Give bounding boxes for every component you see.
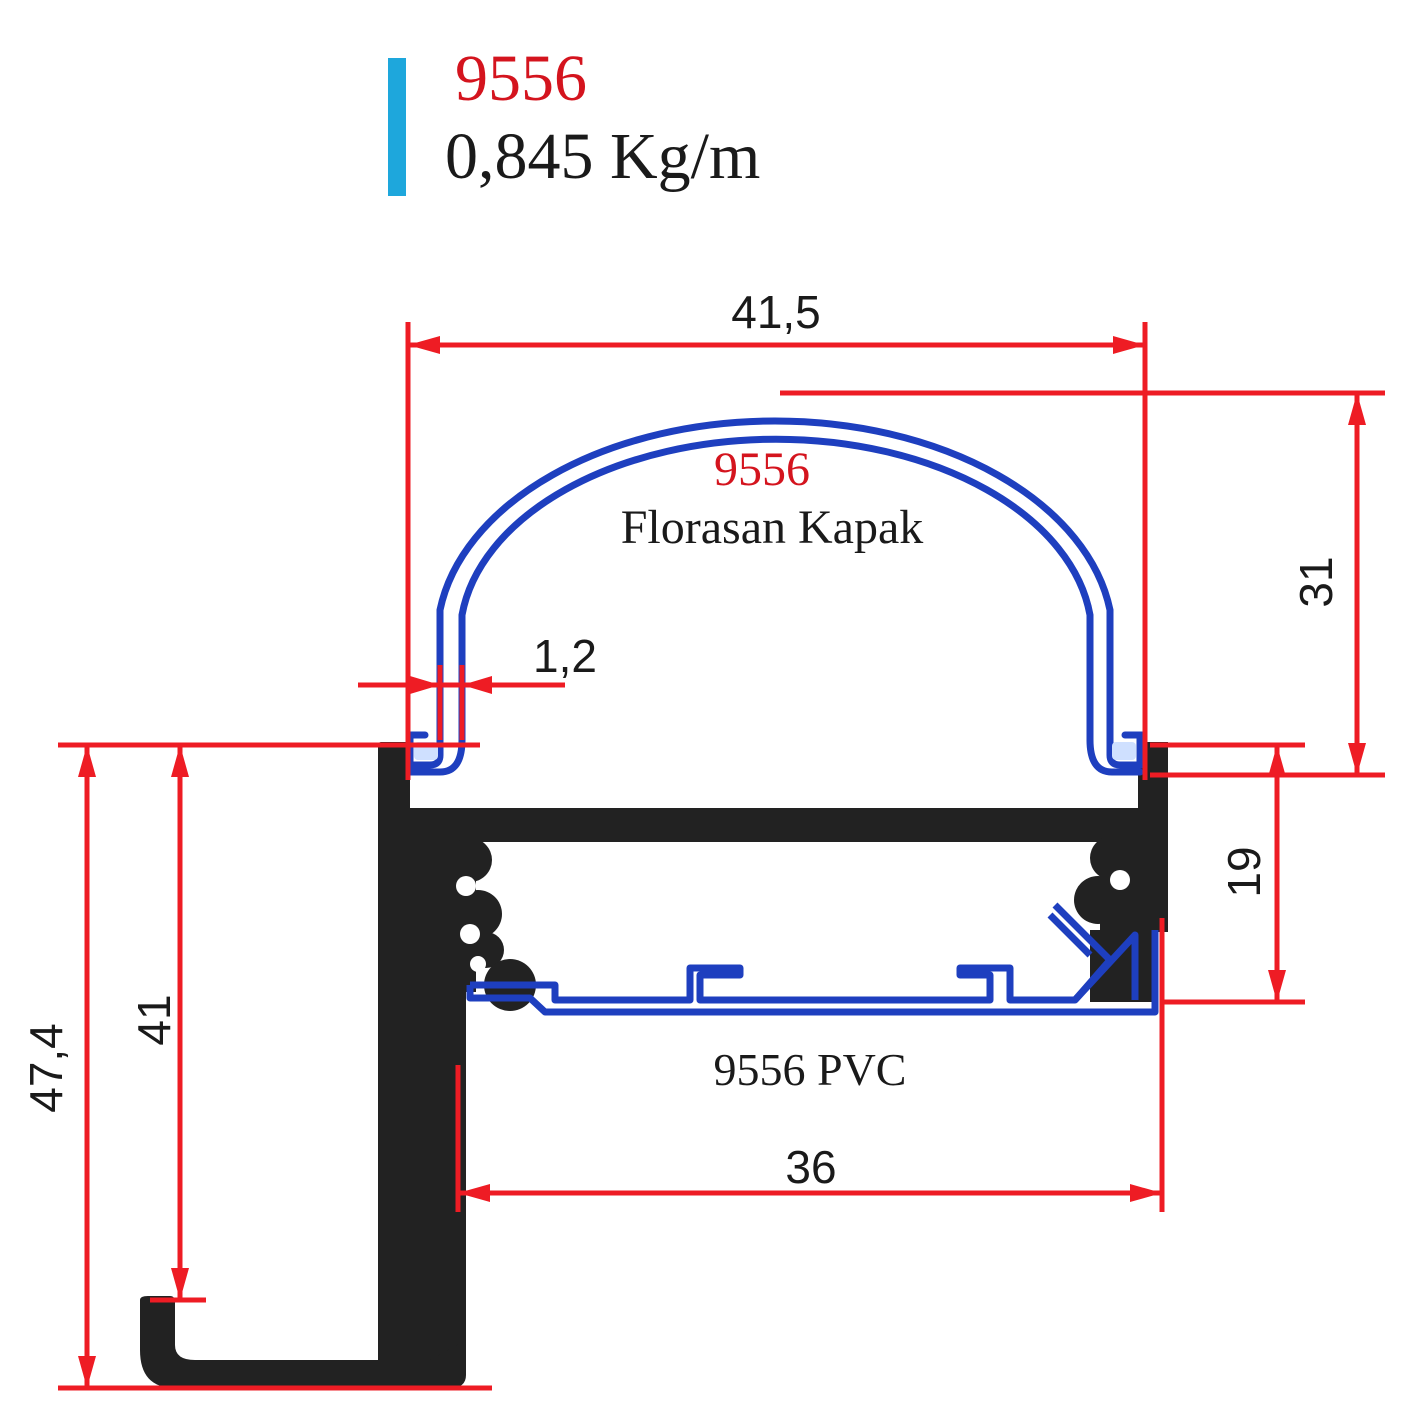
- fluorescent-cover: [406, 417, 1144, 776]
- dim-bottom-width: 36: [785, 1141, 836, 1193]
- cover-code-label: 9556: [714, 443, 810, 496]
- pvc-label: 9556 PVC: [714, 1044, 907, 1095]
- dim-wall-thickness: 1,2: [533, 630, 597, 682]
- cover-clip-inner: [414, 742, 1136, 760]
- dim-cover-height: 31: [1290, 556, 1342, 607]
- dim-lower-height: 19: [1218, 846, 1270, 897]
- dimension-arrowheads: [78, 336, 1366, 1388]
- dimension-lines: [58, 322, 1385, 1391]
- pvc-strip: [466, 902, 1159, 1016]
- cover-name-label: Florasan Kapak: [621, 501, 924, 554]
- header-weight: 0,845 Kg/m: [445, 120, 760, 193]
- header-accent-bar: [388, 58, 406, 196]
- profile-notches: [456, 870, 1130, 972]
- dim-total-height: 47,4: [20, 1023, 72, 1113]
- dim-top-width: 41,5: [731, 286, 821, 338]
- aluminium-profile: [140, 742, 1168, 1388]
- dim-inner-height: 41: [128, 994, 180, 1045]
- header-product-code: 9556: [455, 42, 587, 115]
